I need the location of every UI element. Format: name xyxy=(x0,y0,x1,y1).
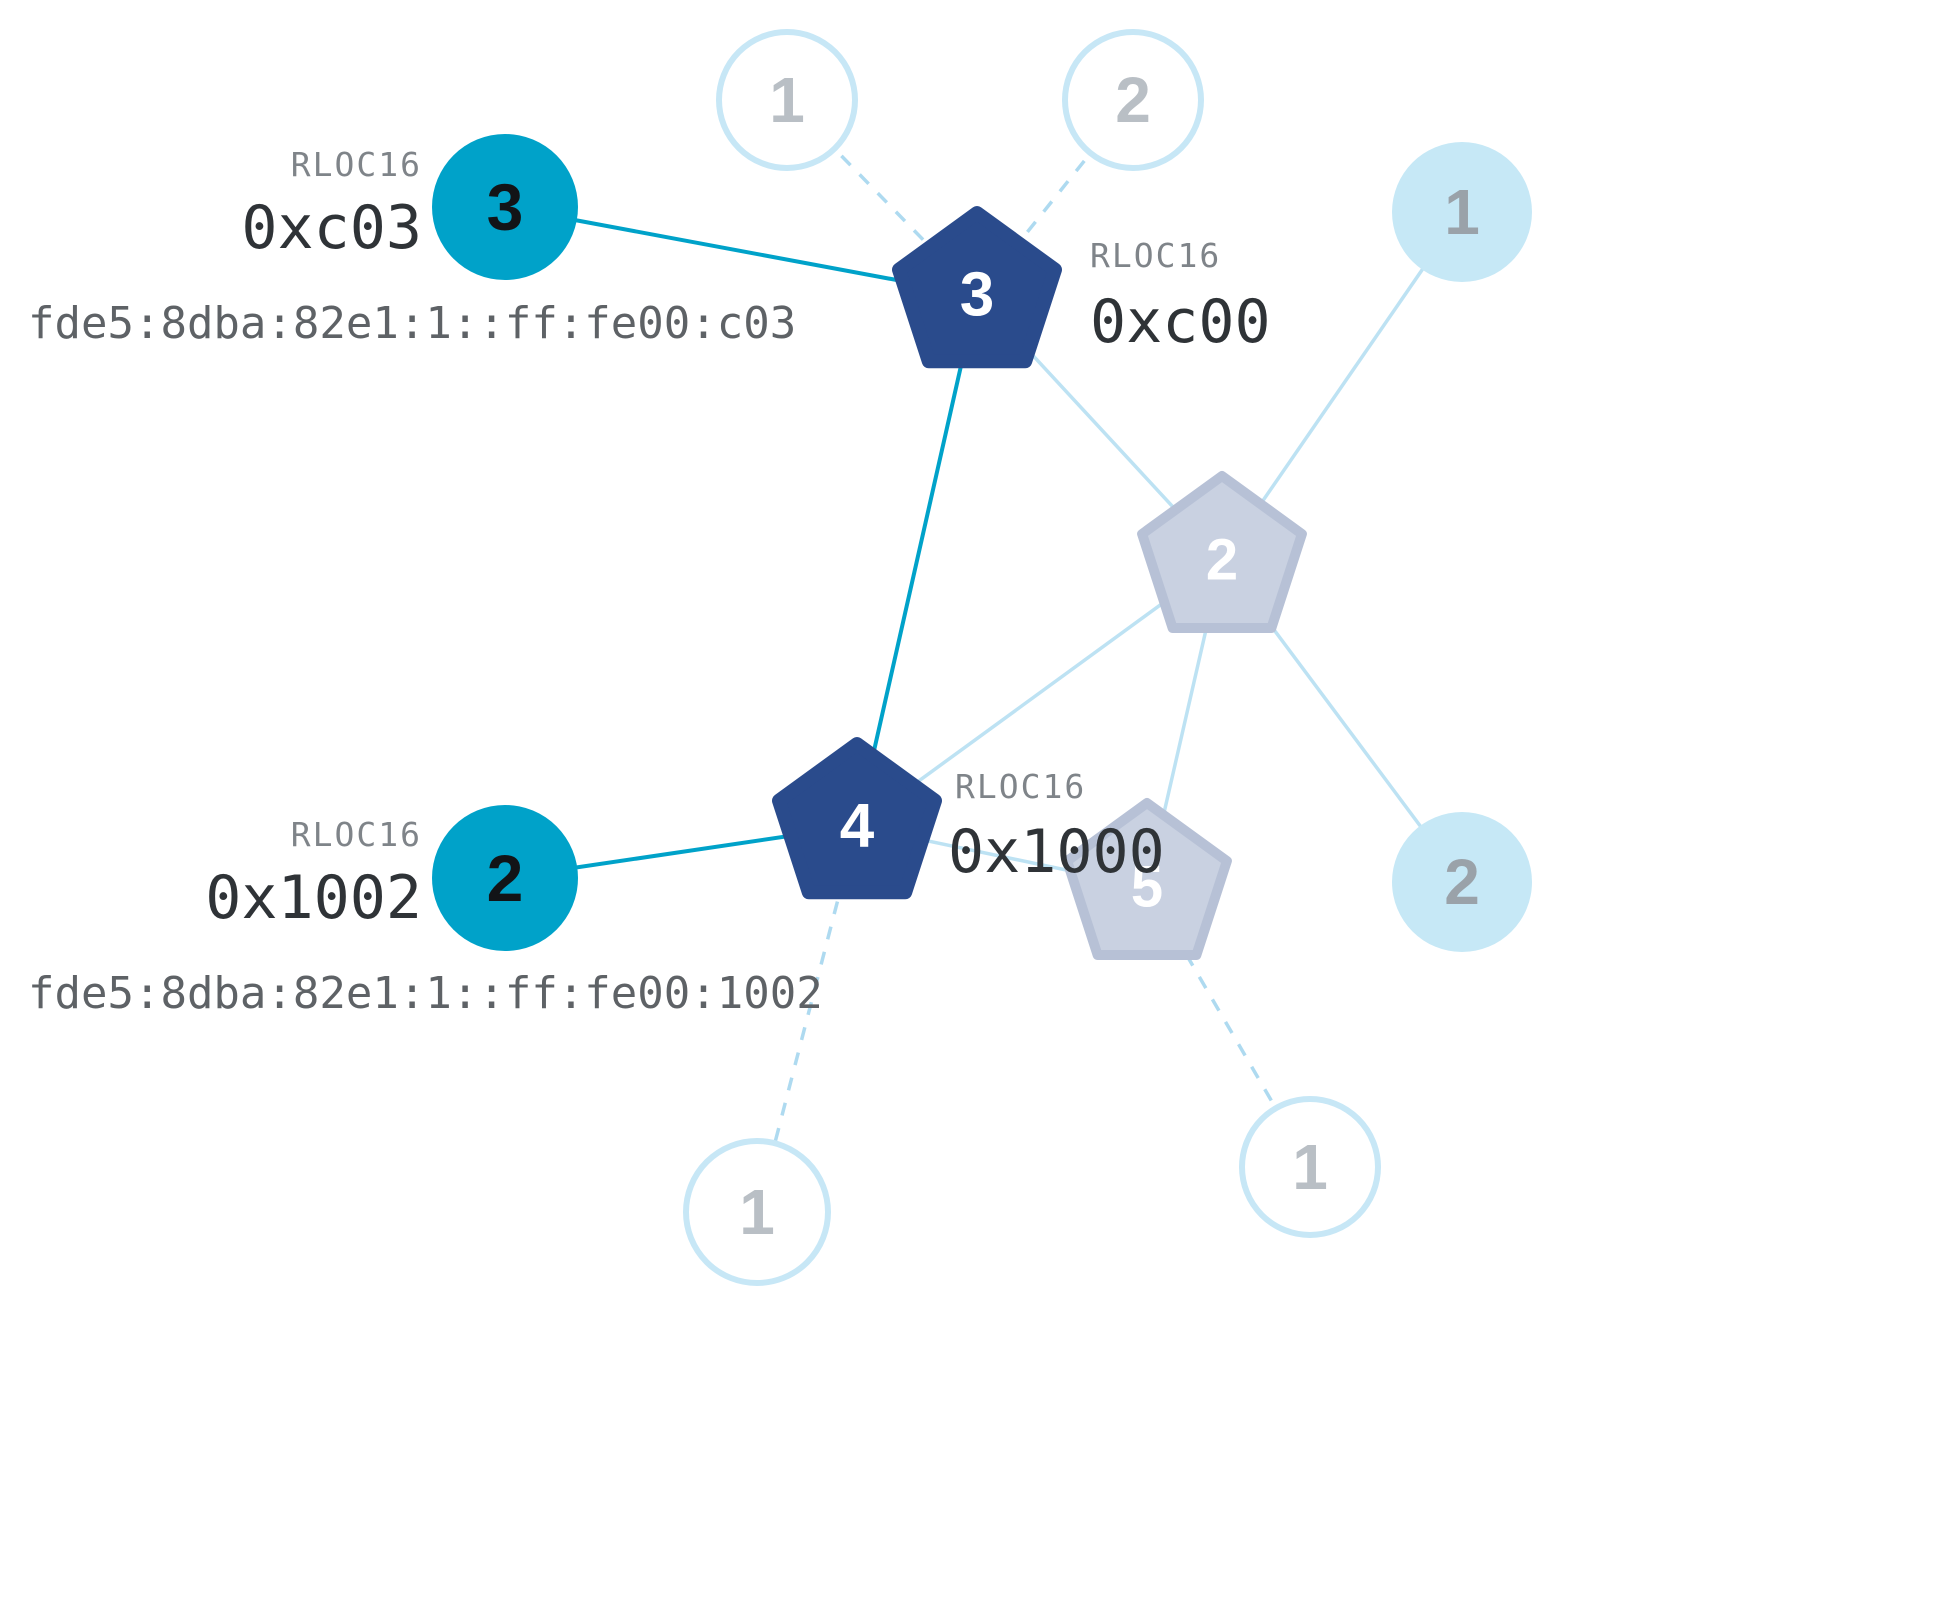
router-3-pentagon[interactable] xyxy=(892,206,1062,369)
child-2-circle[interactable] xyxy=(432,805,578,951)
child-2-rloc16-value: 0x1002 xyxy=(205,863,422,933)
child-2-right-number: 2 xyxy=(1444,846,1480,918)
router-5-number: 5 xyxy=(1131,855,1163,920)
node-router-3[interactable]: 3 xyxy=(892,206,1062,369)
node-child-1-bottom-right[interactable]: 1 xyxy=(1239,1096,1381,1238)
child-1-bottom-circle[interactable] xyxy=(683,1138,831,1286)
router-3-number: 3 xyxy=(960,261,994,330)
node-router-5[interactable]: 5 xyxy=(1062,798,1232,960)
annotation-layer: RLOC16 0xc03 fde5:8dba:82e1:1::ff:fe00:c… xyxy=(28,145,1271,1019)
child-1-bottom-right-number: 1 xyxy=(1292,1131,1328,1203)
child-3-circle[interactable] xyxy=(432,134,578,280)
child-1-right-circle[interactable] xyxy=(1392,142,1532,282)
router-4-rloc16-value: 0x1000 xyxy=(948,817,1165,887)
child-2-rloc16-title: RLOC16 xyxy=(291,815,422,854)
router-2-number: 2 xyxy=(1206,528,1238,593)
edge-router3-router4 xyxy=(855,294,979,827)
router-4-pentagon[interactable] xyxy=(772,737,942,900)
child-3-rloc16-value: 0xc03 xyxy=(241,193,422,263)
child-3-ipv6-address: fde5:8dba:82e1:1::ff:fe00:c03 xyxy=(28,298,796,349)
child-3-rloc16-title: RLOC16 xyxy=(291,145,422,184)
router-5-pentagon[interactable] xyxy=(1062,798,1232,960)
router-3-rloc16-value: 0xc00 xyxy=(1090,287,1271,357)
edge-child1top-router3 xyxy=(785,98,979,297)
child-1-top-circle[interactable] xyxy=(716,29,858,171)
child-2-ipv6-address: fde5:8dba:82e1:1::ff:fe00:1002 xyxy=(28,968,823,1019)
router-4-number: 4 xyxy=(840,792,875,861)
child-2-top-number: 2 xyxy=(1115,64,1151,136)
node-child-1-top[interactable]: 1 xyxy=(716,29,858,171)
router-2-pentagon[interactable] xyxy=(1137,471,1307,633)
child-2-right-circle[interactable] xyxy=(1392,812,1532,952)
node-child-2-top[interactable]: 2 xyxy=(1062,29,1204,171)
node-child-1-bottom[interactable]: 1 xyxy=(683,1138,831,1286)
node-child-3[interactable]: 3 xyxy=(432,134,578,280)
router-4-rloc16-title: RLOC16 xyxy=(955,767,1086,806)
child-1-bottom-right-circle[interactable] xyxy=(1239,1096,1381,1238)
router-3-rloc16-title: RLOC16 xyxy=(1090,236,1221,275)
child-3-number: 3 xyxy=(487,170,524,244)
node-child-2[interactable]: 2 xyxy=(432,805,578,951)
child-1-bottom-number: 1 xyxy=(739,1176,775,1248)
child-2-top-circle[interactable] xyxy=(1062,29,1204,171)
node-router-4[interactable]: 4 xyxy=(772,737,942,900)
child-1-top-number: 1 xyxy=(769,64,805,136)
node-child-1-right[interactable]: 1 xyxy=(1392,142,1532,282)
node-child-2-right[interactable]: 2 xyxy=(1392,812,1532,952)
node-router-2[interactable]: 2 xyxy=(1137,471,1307,633)
child-1-right-number: 1 xyxy=(1444,176,1480,248)
child-2-number: 2 xyxy=(487,841,524,915)
